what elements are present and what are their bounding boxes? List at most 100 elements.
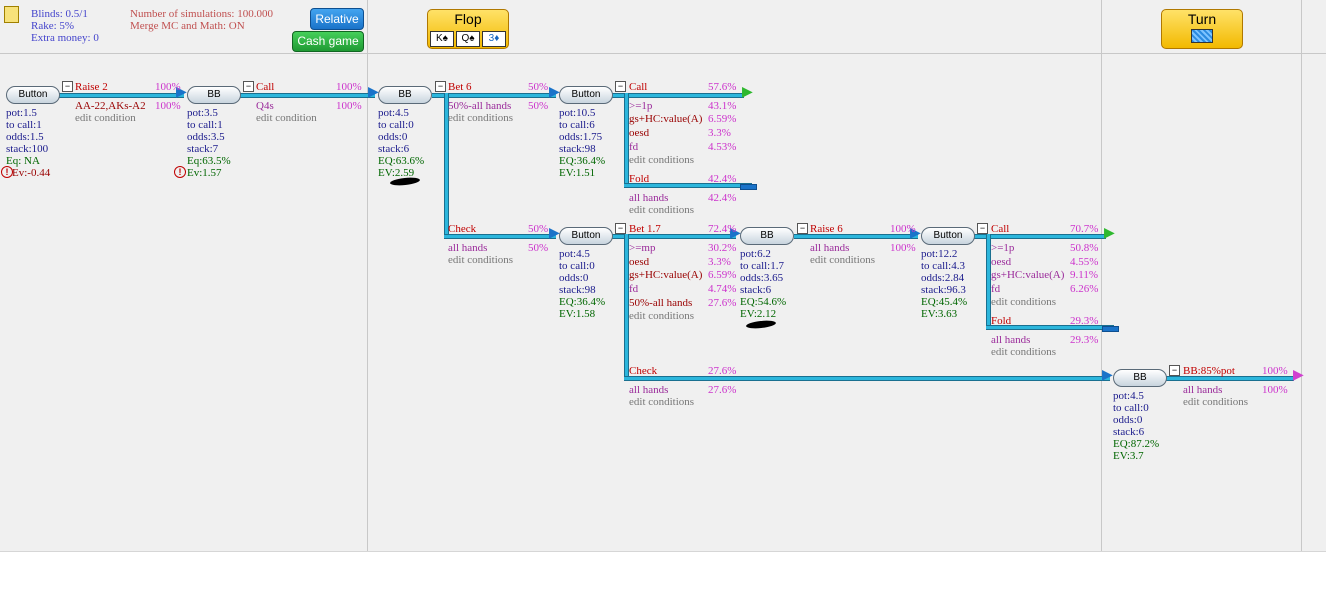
node-pot: pot:6.2 [740,248,771,260]
cond-key: oesd [629,256,650,268]
street-divider-turn [1301,0,1302,551]
cond-key: >=1p [629,100,653,112]
next-street-arrow-icon: ▶ [1293,368,1304,383]
node-eq: EQ:54.6% [740,296,787,308]
node-button-vs-bet[interactable]: Button [559,86,613,104]
action-bet6-label[interactable]: Bet 6 [448,81,472,93]
tree-header-bar [0,0,1326,54]
edit-conditions-link[interactable]: edit conditions [1183,396,1249,408]
flop-label: Flop [454,11,482,27]
edge-raise6 [794,234,918,239]
cond-val: 30.2% [708,242,737,254]
range-pct: 27.6% [708,384,737,396]
edge-bet6-split [444,93,449,238]
edit-conditions-link[interactable]: edit conditions [448,112,514,124]
node-odds: odds:3.5 [187,131,225,143]
range-pct: 100% [336,100,362,112]
node-pot: pot:4.5 [378,107,409,119]
node-button-preflop[interactable]: Button [6,86,60,104]
edge-call3-split [986,234,991,328]
range-pct: 50% [528,242,549,254]
cond-val: 4.55% [1070,256,1099,268]
action-raise2-label[interactable]: Raise 2 [75,81,108,93]
edge-bet6 [432,93,556,98]
collapse-toggle[interactable]: − [797,223,808,234]
range-text: all hands [629,384,669,396]
range-text: all hands [1183,384,1223,396]
node-button-vs-check[interactable]: Button [559,227,613,245]
action-pct: 27.6% [708,365,737,377]
edit-conditions-link[interactable]: edit conditions [629,154,695,166]
node-to-call: to call:1 [187,119,223,131]
merge-text: Merge MC and Math: ON [130,20,245,32]
node-button-vs-raise[interactable]: Button [921,227,975,245]
collapse-toggle[interactable]: − [62,81,73,92]
edge-call3 [974,234,1106,239]
edge-call2 [612,93,744,98]
flop-card-2: Q♠ [456,31,480,47]
action-bb85-label[interactable]: BB:85%pot [1183,365,1235,377]
action-check-label[interactable]: Check [448,223,477,235]
node-bb-vs-bet[interactable]: BB [740,227,794,245]
cond-val: 4.74% [708,283,737,295]
node-to-call: to call:6 [559,119,595,131]
node-ev: EV:2.59 [378,167,415,179]
action-raise6-label[interactable]: Raise 6 [810,223,843,235]
notes-icon[interactable] [4,6,19,23]
collapse-toggle[interactable]: − [1169,365,1180,376]
node-pot: pot:3.5 [187,107,218,119]
collapse-toggle[interactable]: − [977,223,988,234]
edge-call2-split [624,93,629,185]
fold1-terminal [740,184,757,190]
edit-condition-link[interactable]: edit condition [75,112,136,124]
edit-conditions-link[interactable]: edit conditions [991,296,1057,308]
edit-conditions-link[interactable]: edit conditions [629,396,695,408]
node-to-call: to call:0 [1113,402,1149,414]
blinds-text: Blinds: 0.5/1 [31,8,88,20]
action-call-label[interactable]: Call [629,81,648,93]
cond-val: 4.53% [708,141,737,153]
arrow-right-icon: ▶ [176,85,187,100]
edge-bet17-split [624,234,629,380]
edit-conditions-link[interactable]: edit conditions [810,254,876,266]
edge-bb85 [1166,376,1294,381]
edit-condition-link[interactable]: edit condition [256,112,317,124]
cond-key: gs+HC:value(A) [629,113,703,125]
node-bb-flop[interactable]: BB [378,86,432,104]
game-tree-canvas: Blinds: 0.5/1 Rake: 5% Extra money: 0 Nu… [0,0,1326,552]
collapse-toggle[interactable]: − [435,81,446,92]
action-fold-label[interactable]: Fold [991,315,1012,327]
node-stack: stack:7 [187,143,219,155]
flop-street-button[interactable]: Flop K♠Q♠3♦ [427,9,509,49]
range-pct: 42.4% [708,192,737,204]
collapse-toggle[interactable]: − [243,81,254,92]
action-bet17-label[interactable]: Bet 1.7 [629,223,661,235]
edit-conditions-link[interactable]: edit conditions [991,346,1057,358]
action-pct: 50% [528,223,549,235]
turn-street-button[interactable]: Turn [1161,9,1243,49]
action-call-label[interactable]: Call [991,223,1010,235]
node-eq: EQ:63.6% [378,155,425,167]
range-pct: 50% [528,100,549,112]
cash-game-button[interactable]: Cash game [292,31,364,52]
action-fold-label[interactable]: Fold [629,173,650,185]
edit-conditions-link[interactable]: edit conditions [448,254,514,266]
arrow-right-icon: ▶ [549,85,560,100]
collapse-toggle[interactable]: − [615,223,626,234]
range-pct: 100% [1262,384,1288,396]
action-check-label[interactable]: Check [629,365,658,377]
edit-conditions-link[interactable]: edit conditions [629,204,695,216]
node-to-call: to call:0 [559,260,595,272]
simulations-text: Number of simulations: 100.000 [130,8,273,20]
edit-conditions-link[interactable]: edit conditions [629,310,695,322]
edge-call1 [240,93,375,98]
node-bb-preflop[interactable]: BB [187,86,241,104]
relative-button[interactable]: Relative [310,8,364,30]
node-bb-turn[interactable]: BB [1113,369,1167,387]
collapse-toggle[interactable]: − [615,81,626,92]
showdown-arrow-icon: ▶ [1104,226,1115,241]
arrow-right-icon: ▶ [368,85,379,100]
node-odds: odds:0 [1113,414,1143,426]
action-call-label[interactable]: Call [256,81,275,93]
cond-key: oesd [629,127,650,139]
